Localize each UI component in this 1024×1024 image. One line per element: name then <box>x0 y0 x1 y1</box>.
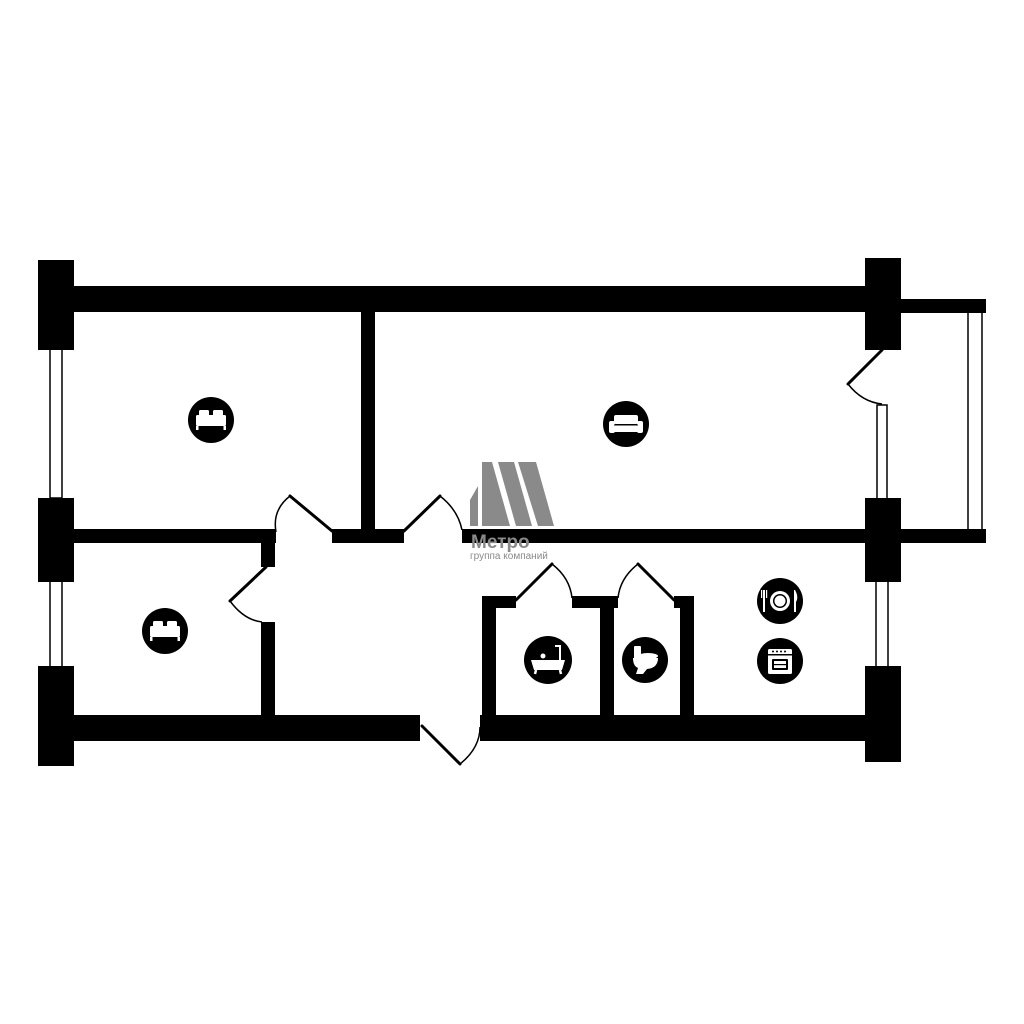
wall-bedroom-small-lower <box>261 622 275 717</box>
pillar-right-bottom <box>865 666 901 762</box>
toilet-icon <box>622 637 668 683</box>
window-right-kitchen <box>875 579 889 669</box>
wall-bedroom-small-upper <box>261 541 275 567</box>
pillar-right-top <box>865 258 901 350</box>
wall-mid-right <box>462 529 872 543</box>
window-left-top <box>49 347 63 499</box>
door-balcony <box>846 348 884 386</box>
brand-logo: Метро группа компаний <box>470 462 554 562</box>
pillar-left-top <box>38 260 74 350</box>
brand-tagline: группа компаний <box>470 551 548 562</box>
dining-icon <box>757 578 803 624</box>
walls <box>38 258 986 766</box>
sofa-icon <box>603 401 649 447</box>
door-toilet <box>636 562 676 602</box>
window-right-living <box>876 404 888 501</box>
wall-mid-left <box>60 529 276 543</box>
door-bedroom-large <box>288 494 334 533</box>
balcony-top <box>900 299 986 313</box>
brand-name: Метро <box>471 532 530 553</box>
wall-mid-center <box>332 529 404 543</box>
window-left-bottom <box>49 579 63 669</box>
bed-icon <box>188 397 234 443</box>
wall-top <box>60 286 880 312</box>
door-entrance <box>420 724 462 766</box>
balcony-window <box>967 311 983 531</box>
bathtub-icon <box>524 636 572 684</box>
wall-toilet-right <box>680 596 694 718</box>
balcony-bottom <box>900 529 986 543</box>
wall-bath-toilet-divider <box>600 596 614 718</box>
doors <box>228 348 884 766</box>
pillar-left-bottom <box>38 666 74 766</box>
stove-icon <box>757 638 803 684</box>
door-bedroom-small <box>228 565 268 603</box>
wall-bottom-left <box>60 715 420 741</box>
door-living <box>402 494 442 533</box>
metro-logo-icon <box>470 462 554 526</box>
door-bathroom <box>514 562 554 602</box>
wall-bath-left <box>482 596 496 718</box>
wall-bottom-right <box>480 715 880 741</box>
bed-icon <box>142 608 188 654</box>
wall-top-divider <box>361 312 375 532</box>
